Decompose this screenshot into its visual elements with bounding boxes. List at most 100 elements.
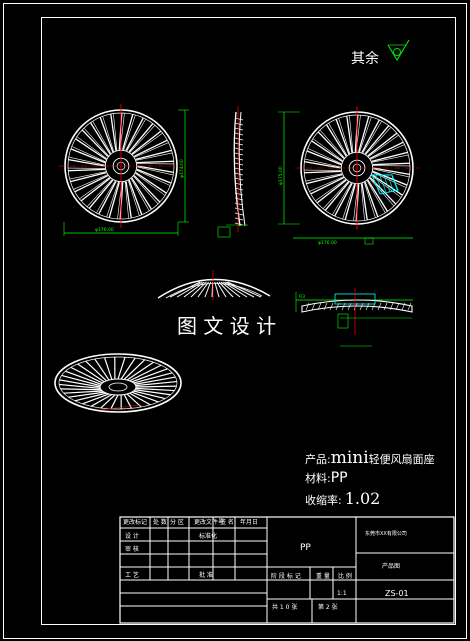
tb-header-sign: 签 名 [220,519,234,526]
iso-spoke [74,392,107,402]
product-name-cjk: 轻便风扇面座 [368,453,435,466]
spoke [324,181,350,211]
tb-drawing-number: ZS-01 [385,589,409,598]
spoke-edge [106,181,119,218]
inner-frame [41,17,456,625]
title-block-border [119,516,455,624]
spoke-edge [368,134,399,157]
spoke [80,177,111,202]
spoke-edge [305,173,342,182]
shrinkage-value: 1.02 [344,489,381,508]
spoke [135,149,172,161]
iso-spoke [126,361,154,381]
profile-rib [234,222,244,226]
spoke-edge [86,179,113,207]
spoke-edge [96,180,116,214]
hatch-line [387,175,395,193]
material-value: PP [330,470,348,486]
spoke [131,130,162,155]
section-rib [401,302,406,311]
profile-rib [234,207,244,211]
spoke [335,119,350,155]
spoke-edge [328,123,348,156]
iso-spoke [131,368,168,383]
profile-rib [234,147,244,151]
tb-header-change-mark: 更改标记 [123,519,148,526]
spoke-edge [83,127,109,156]
shrinkage-line: 收缩率:1.02 [305,489,380,508]
profile-rib [234,122,244,126]
spoke [369,177,397,205]
product-line: 产品:mini轻便风扇面座 [305,448,435,468]
hatch-line [383,175,391,193]
arc-rib [190,281,207,298]
spoke [346,115,353,153]
section-rib [305,302,310,311]
tb-row-design: 设 计 [125,533,139,540]
iso-spoke [59,379,101,388]
spoke [369,141,404,160]
arc-rib [169,281,201,298]
iso-spoke [131,391,159,403]
spoke [70,148,106,164]
spoke [88,179,114,209]
spoke [98,181,117,215]
section-rib [329,302,334,311]
spoke-edge [365,127,392,155]
profile-rib [234,202,244,206]
section-rib [311,302,316,311]
roughness-check [387,39,410,62]
spoke-edge [71,146,106,162]
profile-rib [234,217,244,221]
section-rib [389,302,394,311]
spoke [74,174,109,193]
iso-spoke [135,380,177,387]
tb-header-date: 年月日 [240,519,259,526]
roughness-note: 其余 [351,51,379,67]
spoke [361,119,380,153]
spoke-edge [124,181,129,219]
profile-rib [234,162,244,166]
iso-spoke [126,393,142,408]
dim-text-radius: R3 [299,294,305,300]
spoke [317,131,345,159]
iso-spoke [133,372,173,384]
iso-spoke [104,357,113,380]
spoke [99,117,114,153]
spoke-edge [123,114,136,151]
tb-company-cell: 东莞市XX有限公司 [365,531,407,537]
tb-row-review: 审 核 [125,546,139,553]
spoke-edge [113,113,118,151]
tb-stage-header: 阶 段 标 记 [271,573,301,580]
section-rib [323,302,328,311]
spoke-edge [338,118,351,154]
spoke-edge [363,182,376,218]
iso-spoke [94,358,110,381]
iso-spoke [68,391,105,398]
spoke [136,160,174,164]
profile-rib [234,172,244,176]
profile-rib [234,157,244,161]
spoke-edge [362,120,382,154]
iso-rim-inner [58,356,178,410]
spoke [373,167,410,175]
profile-rib [234,137,244,141]
spoke [125,117,144,151]
product-label: 产品: [305,453,331,466]
watermark-text: 图 文 设 计 [175,310,279,339]
spoke-edge [304,158,341,168]
spoke [75,138,107,160]
spoke-edge [359,116,372,153]
spoke [122,114,134,151]
tb-approve-label: 批 准 [199,572,213,579]
profile-rib [234,212,244,216]
tb-header-file-no: 更改文件号 [194,519,225,526]
hatch-line [379,175,387,193]
tb-scale-header: 比 例 [338,573,352,580]
profile-rib [234,142,244,146]
arc-rib [222,281,248,298]
iso-spoke [63,390,103,394]
spoke [371,151,408,163]
iso-spoke [133,390,166,400]
tb-weight-header: 重 量 [316,573,330,580]
